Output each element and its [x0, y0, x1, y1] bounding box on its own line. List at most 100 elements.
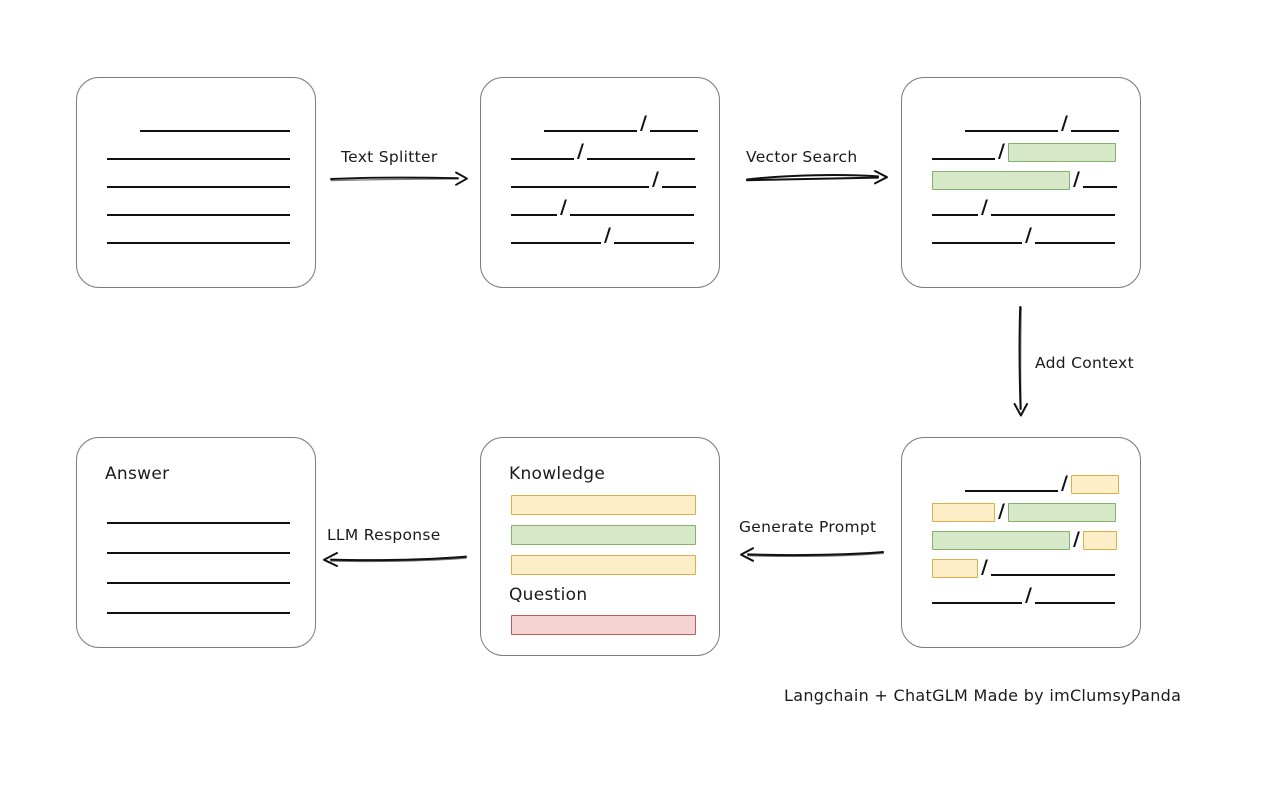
text-underline-segment — [586, 158, 695, 160]
answer-label: Answer — [105, 464, 170, 484]
slash-separator: / — [640, 111, 647, 134]
text-line-row: / — [932, 555, 1115, 578]
text-line-row: / — [932, 527, 1117, 550]
text-underline-segment — [511, 186, 649, 188]
box-prompt-panel[interactable]: Knowledge Question — [480, 437, 720, 656]
text-line-row: / — [544, 111, 698, 134]
arrow-generate-prompt — [735, 543, 885, 565]
text-line-row — [107, 142, 290, 162]
slash-separator: / — [1073, 527, 1080, 550]
text-line-row: / — [511, 167, 696, 190]
box-context-added[interactable]: / / / / / — [901, 437, 1141, 648]
highlight-chip-green — [932, 531, 1070, 550]
text-line-row: / — [932, 583, 1115, 606]
slash-separator: / — [560, 195, 567, 218]
text-underline-segment — [613, 242, 694, 244]
slash-separator: / — [1073, 167, 1080, 190]
prompt-bar-yellow — [511, 555, 696, 575]
text-underline-segment — [544, 130, 637, 132]
arrow-label-llm-response: LLM Response — [327, 526, 441, 544]
highlight-chip-yellow — [932, 559, 978, 578]
box-split-chunks[interactable]: / / / / / — [480, 77, 720, 288]
text-underline-segment — [107, 214, 290, 216]
text-underline-segment — [107, 242, 290, 244]
prompt-bar-yellow — [511, 495, 696, 515]
text-underline-segment — [107, 186, 290, 188]
text-underline-segment — [1070, 130, 1119, 132]
highlight-chip-yellow — [1082, 531, 1117, 550]
text-line-row: / — [511, 139, 695, 162]
text-line-row — [107, 536, 290, 556]
highlight-chip-green — [932, 171, 1070, 190]
arrow-llm-response — [318, 548, 468, 570]
prompt-bar-red — [511, 615, 696, 635]
slash-separator: / — [1025, 223, 1032, 246]
text-underline-segment — [932, 242, 1022, 244]
text-underline-segment — [107, 158, 290, 160]
box-answer[interactable]: Answer — [76, 437, 316, 648]
arrow-label-add-context: Add Context — [1035, 354, 1134, 372]
text-underline-segment — [932, 158, 995, 160]
slash-separator: / — [1025, 583, 1032, 606]
text-underline-segment — [1082, 186, 1117, 188]
arrow-vector-search — [745, 166, 890, 188]
text-line-row — [107, 506, 290, 526]
text-underline-segment — [107, 582, 290, 584]
text-line-row: / — [932, 499, 1116, 522]
text-line-row: / — [932, 195, 1115, 218]
text-line-row: / — [965, 471, 1119, 494]
text-underline-segment — [107, 552, 290, 554]
arrow-label-generate-prompt: Generate Prompt — [739, 518, 877, 536]
arrow-text-splitter — [330, 168, 470, 188]
slash-separator: / — [998, 139, 1005, 162]
highlight-chip-green — [1007, 503, 1116, 522]
text-line-row: / — [965, 111, 1119, 134]
prompt-bar-green — [511, 525, 696, 545]
slash-separator: / — [981, 555, 988, 578]
highlight-chip-green — [1007, 143, 1116, 162]
box-vector-hits[interactable]: / / / / / — [901, 77, 1141, 288]
question-label: Question — [509, 585, 588, 605]
slash-separator: / — [1061, 111, 1068, 134]
text-line-row: / — [511, 223, 694, 246]
text-line-row — [107, 226, 290, 246]
knowledge-label: Knowledge — [509, 464, 606, 484]
slash-separator: / — [652, 167, 659, 190]
text-line-row: / — [932, 139, 1116, 162]
text-underline-segment — [649, 130, 698, 132]
text-underline-segment — [990, 574, 1115, 576]
text-underline-segment — [965, 130, 1058, 132]
slash-separator: / — [577, 139, 584, 162]
text-line-row: / — [932, 167, 1117, 190]
text-underline-segment — [965, 490, 1058, 492]
footer-credit: Langchain + ChatGLM Made by imClumsyPand… — [784, 686, 1182, 705]
slash-separator: / — [1061, 471, 1068, 494]
text-underline-segment — [1034, 602, 1115, 604]
text-underline-segment — [107, 522, 290, 524]
text-line-row — [107, 566, 290, 586]
text-underline-segment — [661, 186, 696, 188]
text-underline-segment — [511, 214, 557, 216]
text-line-row: / — [932, 223, 1115, 246]
arrow-add-context — [1010, 305, 1032, 417]
text-underline-segment — [932, 214, 978, 216]
text-underline-segment — [1034, 242, 1115, 244]
text-underline-segment — [932, 602, 1022, 604]
text-underline-segment — [107, 612, 290, 614]
text-line-row — [107, 170, 290, 190]
arrow-label-vector-search: Vector Search — [746, 148, 858, 166]
arrow-label-text-splitter: Text Splitter — [341, 148, 438, 166]
text-underline-segment — [511, 158, 574, 160]
text-line-row — [107, 596, 290, 616]
slash-separator: / — [998, 499, 1005, 522]
text-underline-segment — [990, 214, 1115, 216]
slash-separator: / — [981, 195, 988, 218]
text-underline-segment — [511, 242, 601, 244]
highlight-chip-yellow — [932, 503, 995, 522]
box-source-document[interactable] — [76, 77, 316, 288]
text-line-row — [107, 198, 290, 218]
text-line-row — [140, 114, 290, 134]
slash-separator: / — [604, 223, 611, 246]
text-line-row: / — [511, 195, 694, 218]
